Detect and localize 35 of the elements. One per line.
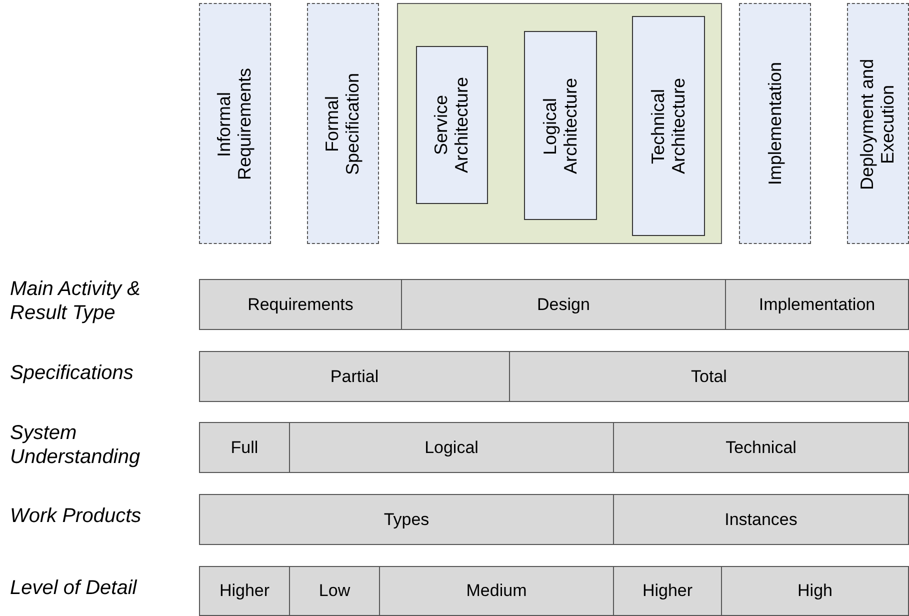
table-cell: Types: [199, 494, 614, 545]
table-cell: Total: [509, 351, 909, 402]
table-cell: Higher: [199, 566, 290, 616]
row-header: Level of Detail: [10, 576, 138, 600]
stage-box: [307, 3, 379, 244]
stage-box: [847, 3, 909, 244]
architecture-box: [416, 46, 488, 204]
table-cell: Partial: [199, 351, 510, 402]
architecture-box: [632, 16, 705, 236]
table-cell: Implementation: [725, 279, 909, 330]
table-cell: High: [721, 566, 909, 616]
table-cell: Full: [199, 422, 290, 473]
stage-label: Implementation: [764, 62, 786, 186]
stage-label: Formal Specification: [322, 71, 364, 177]
table-cell: Requirements: [199, 279, 402, 330]
row-header: Main Activity & Result Type: [10, 277, 142, 325]
stage-label: Technical Architecture: [648, 76, 690, 176]
group-panel: [397, 3, 722, 244]
table-cell: Medium: [379, 566, 614, 616]
table-cell: Higher: [613, 566, 722, 616]
architecture-box: [524, 31, 597, 220]
stage-label: Informal Requirements: [214, 66, 256, 182]
stage-box: [739, 3, 811, 244]
row-header: Work Products: [10, 504, 142, 528]
stage-label: Deployment and Execution: [857, 56, 899, 192]
row-header: System Understanding: [10, 421, 142, 469]
table-cell: Logical: [289, 422, 614, 473]
table-cell: Technical: [613, 422, 909, 473]
table-cell: Instances: [613, 494, 909, 545]
table-cell: Design: [401, 279, 726, 330]
stage-label: Logical Architecture: [540, 76, 582, 176]
row-header: Specifications: [10, 361, 134, 385]
stage-label: Service Architecture: [431, 76, 473, 176]
stage-box: [199, 3, 271, 244]
table-cell: Low: [289, 566, 380, 616]
